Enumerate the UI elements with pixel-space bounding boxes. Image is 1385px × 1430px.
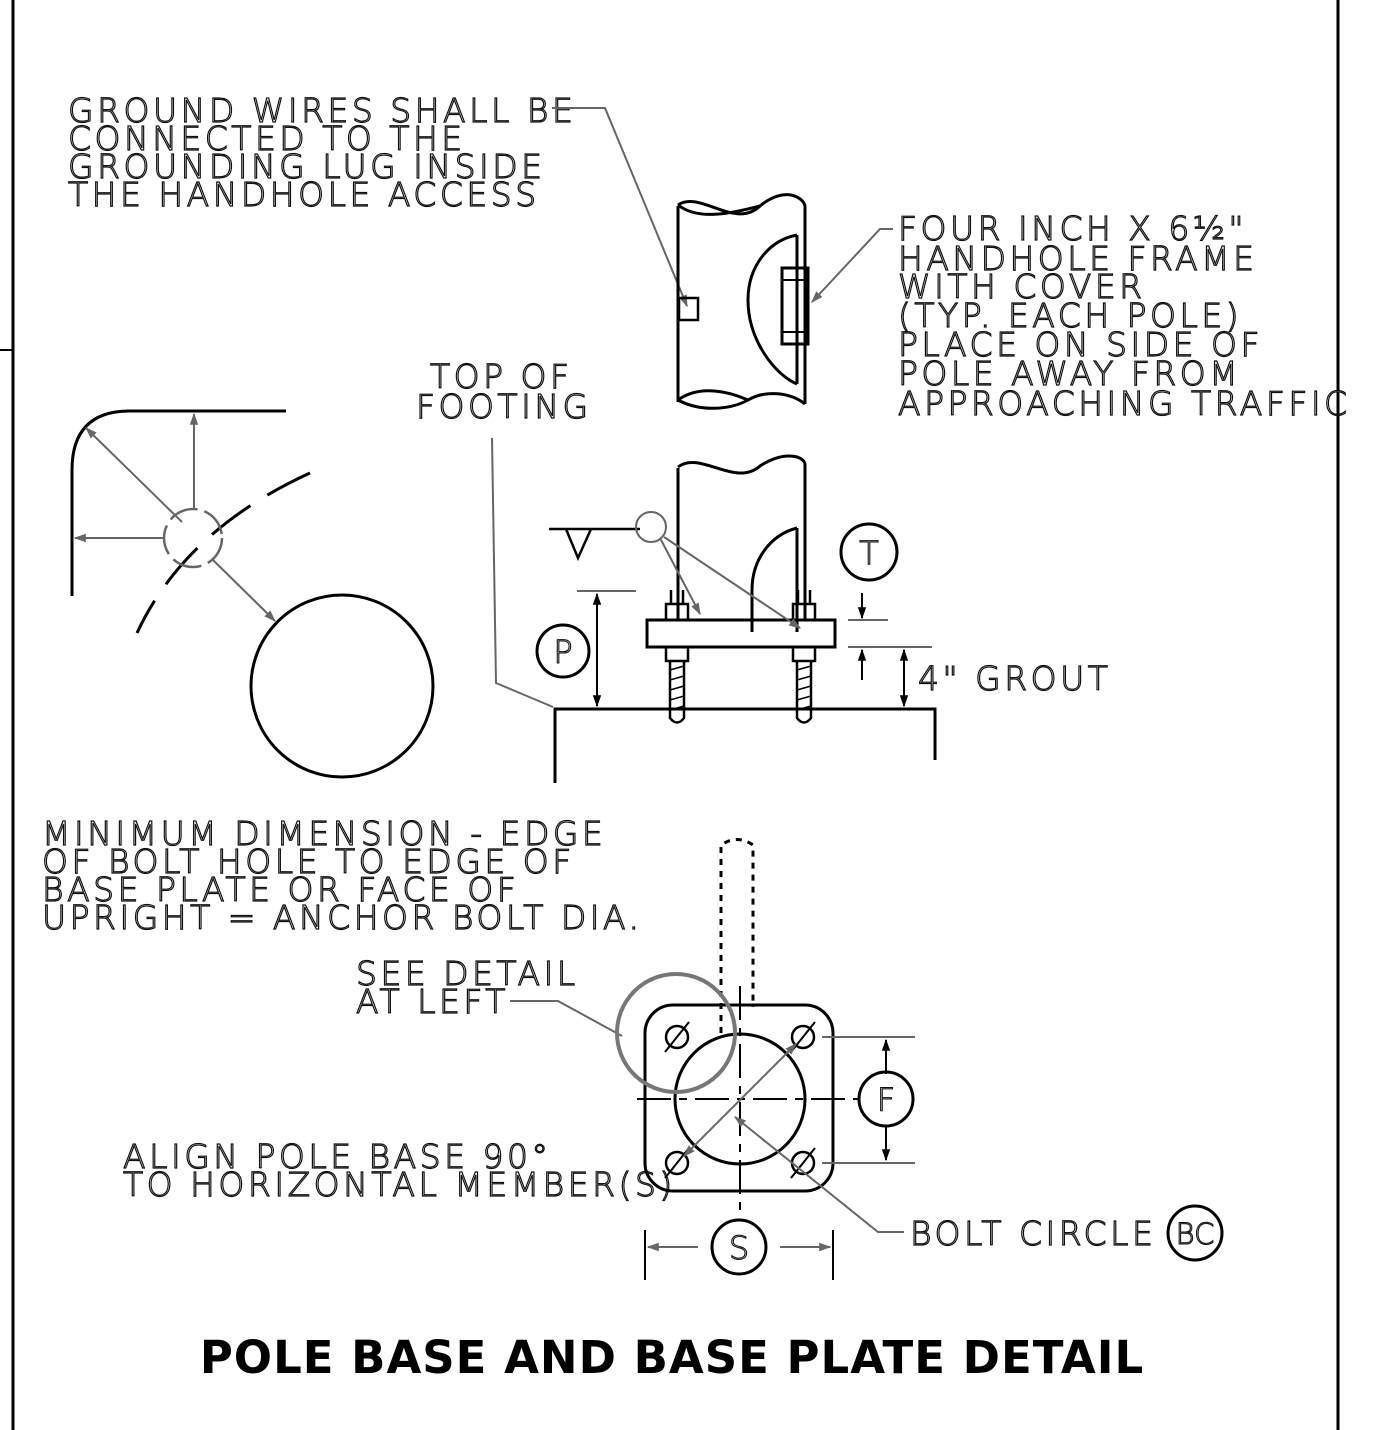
pole-handhole-elevation: [676, 193, 810, 410]
t-tag: T: [859, 534, 879, 572]
svg-text:FOOTING: FOOTING: [416, 387, 592, 426]
svg-text:HANDHOLE FRAME: HANDHOLE FRAME: [898, 239, 1257, 278]
svg-text:BASE PLATE OR FACE OF: BASE PLATE OR FACE OF: [42, 870, 519, 909]
f-tag-circle: [857, 1070, 915, 1128]
handhole-leader: [811, 228, 893, 303]
note-see-detail: SEE DETAIL AT LEFT: [355, 953, 579, 1021]
s-dimension: S: [644, 1218, 834, 1280]
svg-text:THE HANDHOLE ACCESS: THE HANDHOLE ACCESS: [68, 175, 540, 214]
bolt-hole-detail: [70, 409, 435, 779]
s-tag-circle: [710, 1218, 768, 1276]
p-tag-circle: [535, 623, 591, 679]
svg-text:TOP OF: TOP OF: [430, 357, 572, 396]
p-tag: P: [553, 633, 572, 671]
base-plate-plan: [615, 838, 904, 1233]
svg-text:POLE AWAY FROM: POLE AWAY FROM: [898, 354, 1241, 393]
svg-text:FOUR INCH X 6½": FOUR INCH X 6½": [898, 209, 1247, 248]
note-handhole: FOUR INCH X 6½" HANDHOLE FRAME WITH COVE…: [897, 208, 1351, 423]
sheet-border: [0, 0, 1340, 1430]
f-tag: F: [877, 1081, 895, 1119]
svg-text:ALIGN POLE BASE 90°: ALIGN POLE BASE 90°: [123, 1137, 552, 1176]
see-detail-leader: [510, 1000, 623, 1037]
svg-text:WITH COVER: WITH COVER: [898, 267, 1146, 306]
svg-text:UPRIGHT = ANCHOR BOLT DIA.: UPRIGHT = ANCHOR BOLT DIA.: [42, 898, 643, 937]
bolt-circle-callout: BOLT CIRCLE BC: [909, 1204, 1224, 1262]
note-ground-wires: GROUND WIRES SHALL BE CONNECTED TO THE G…: [67, 90, 576, 214]
svg-text:(TYP. EACH POLE): (TYP. EACH POLE): [898, 296, 1242, 335]
svg-text:CONNECTED TO THE: CONNECTED TO THE: [68, 119, 466, 158]
t-dimension: T: [839, 522, 932, 680]
svg-text:TO HORIZONTAL MEMBER(S): TO HORIZONTAL MEMBER(S): [123, 1165, 676, 1204]
f-dimension: F: [822, 1036, 915, 1164]
s-tag: S: [729, 1229, 749, 1267]
grout-label: 4" GROUT: [918, 659, 1111, 698]
svg-text:PLACE ON SIDE OF: PLACE ON SIDE OF: [898, 325, 1263, 364]
svg-text:APPROACHING TRAFFIC: APPROACHING TRAFFIC: [898, 384, 1351, 423]
svg-text:SEE DETAIL: SEE DETAIL: [356, 954, 579, 993]
svg-text:OF BOLT HOLE TO EDGE OF: OF BOLT HOLE TO EDGE OF: [42, 842, 575, 881]
t-tag-circle: [839, 522, 899, 582]
svg-text:MINIMUM DIMENSION - EDGE: MINIMUM DIMENSION - EDGE: [42, 814, 606, 853]
svg-text:GROUNDING LUG INSIDE: GROUNDING LUG INSIDE: [68, 147, 546, 186]
footing-leader: [491, 437, 554, 708]
bc-tag: BC: [1176, 1217, 1215, 1251]
bc-tag-circle: [1166, 1204, 1224, 1262]
bolt-circle-label: BOLT CIRCLE: [910, 1214, 1156, 1253]
svg-text:GROUND WIRES SHALL BE: GROUND WIRES SHALL BE: [68, 91, 576, 130]
drawing-title: POLE BASE AND BASE PLATE DETAIL: [200, 1331, 1144, 1384]
ground-wires-leader: [552, 107, 688, 308]
note-align-pole: ALIGN POLE BASE 90° TO HORIZONTAL MEMBER…: [122, 1136, 676, 1204]
note-minimum-dimension: MINIMUM DIMENSION - EDGE OF BOLT HOLE TO…: [41, 813, 643, 937]
pole-base-elevation: [549, 454, 937, 783]
grout-dimension: 4" GROUT: [899, 648, 1111, 708]
note-top-of-footing: TOP OF FOOTING: [415, 356, 592, 426]
p-dimension: P: [535, 590, 636, 708]
svg-text:AT LEFT: AT LEFT: [356, 982, 509, 1021]
